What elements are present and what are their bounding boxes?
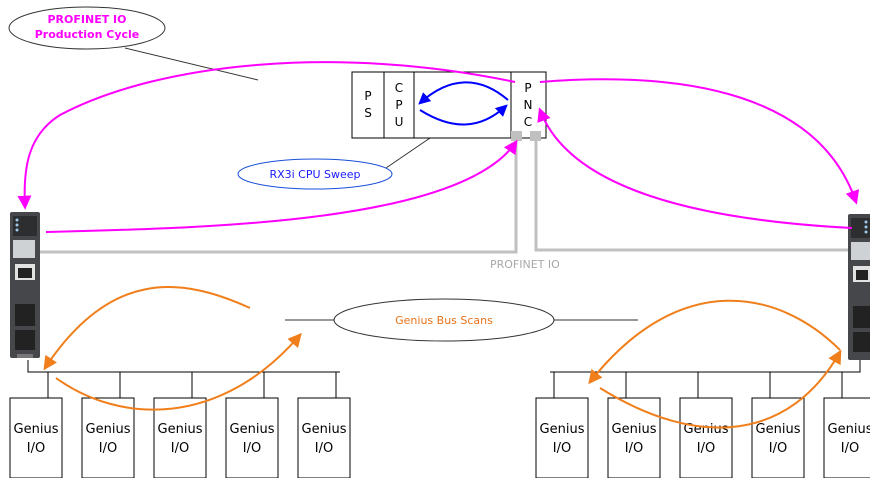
callout-production-cycle: PROFINET IO Production Cycle [8, 6, 166, 50]
pnc-module: P N C [524, 81, 533, 129]
svg-text:U: U [395, 115, 404, 129]
svg-text:Genius Bus Scans: Genius Bus Scans [395, 314, 493, 327]
svg-text:Genius: Genius [540, 422, 585, 437]
genius-scan-right-bottom [599, 349, 842, 429]
svg-text:PROFINET IO: PROFINET IO [48, 13, 127, 26]
network-cable-left [40, 140, 518, 254]
svg-text:Genius: Genius [302, 422, 347, 437]
rx3i-rack: P S C P U P N C [351, 71, 547, 141]
cpu-sweep-arrow-top [418, 81, 509, 105]
svg-text:I/O: I/O [769, 441, 787, 456]
cycle-arrow-pnc-to-right [539, 78, 860, 205]
svg-text:Genius: Genius [14, 422, 59, 437]
svg-text:I/O: I/O [553, 441, 571, 456]
svg-text:Production Cycle: Production Cycle [35, 28, 140, 41]
pnc-port-right [530, 131, 541, 141]
svg-text:I/O: I/O [27, 441, 45, 456]
svg-text:S: S [364, 106, 372, 120]
svg-text:C: C [395, 81, 403, 95]
svg-text:Genius: Genius [230, 422, 275, 437]
svg-text:Genius: Genius [86, 422, 131, 437]
genius-scan-left-top [43, 286, 251, 371]
cycle-arrow-right-to-pnc [537, 107, 853, 229]
profinet-network-cables [40, 140, 850, 254]
profinet-cycle-arrows [17, 61, 860, 233]
svg-text:I/O: I/O [841, 441, 859, 456]
pnc-port-left [511, 131, 522, 141]
callout-leaders [124, 47, 638, 321]
genius-scan-right-top [588, 299, 841, 385]
genius-scan-arrows [43, 286, 842, 429]
svg-text:C: C [524, 115, 532, 129]
cpu-sweep-arrow-bottom [419, 104, 508, 126]
genius-bus-right [550, 360, 861, 398]
svg-text:Genius: Genius [756, 422, 801, 437]
cycle-arrow-pnc-to-left [17, 61, 516, 210]
svg-text:I/O: I/O [99, 441, 117, 456]
network-cable-right [534, 140, 850, 252]
callout-cpu-sweep: RX3i CPU Sweep [237, 158, 393, 190]
svg-text:P: P [364, 89, 371, 103]
callout-genius-scans: Genius Bus Scans [333, 298, 555, 342]
rack-frame [351, 71, 547, 139]
genius-bus-left [27, 360, 340, 398]
svg-text:Genius: Genius [828, 422, 870, 437]
scanner-module-right [848, 214, 870, 360]
svg-text:I/O: I/O [243, 441, 261, 456]
svg-text:I/O: I/O [171, 441, 189, 456]
cycle-arrow-left-to-pnc [45, 139, 518, 233]
svg-text:RX3i CPU Sweep: RX3i CPU Sweep [269, 168, 360, 181]
svg-text:P: P [395, 98, 402, 112]
svg-text:I/O: I/O [697, 441, 715, 456]
svg-text:Genius: Genius [158, 422, 203, 437]
svg-text:N: N [524, 98, 533, 112]
genius-scan-left-bottom [55, 332, 302, 411]
svg-text:P: P [524, 81, 531, 95]
svg-text:I/O: I/O [315, 441, 333, 456]
svg-text:Genius: Genius [612, 422, 657, 437]
svg-text:I/O: I/O [625, 441, 643, 456]
cpu-module: C P U [395, 81, 404, 129]
network-label: PROFINET IO [490, 258, 560, 271]
ps-module: P S [364, 89, 372, 120]
scanner-module-left [10, 212, 40, 358]
